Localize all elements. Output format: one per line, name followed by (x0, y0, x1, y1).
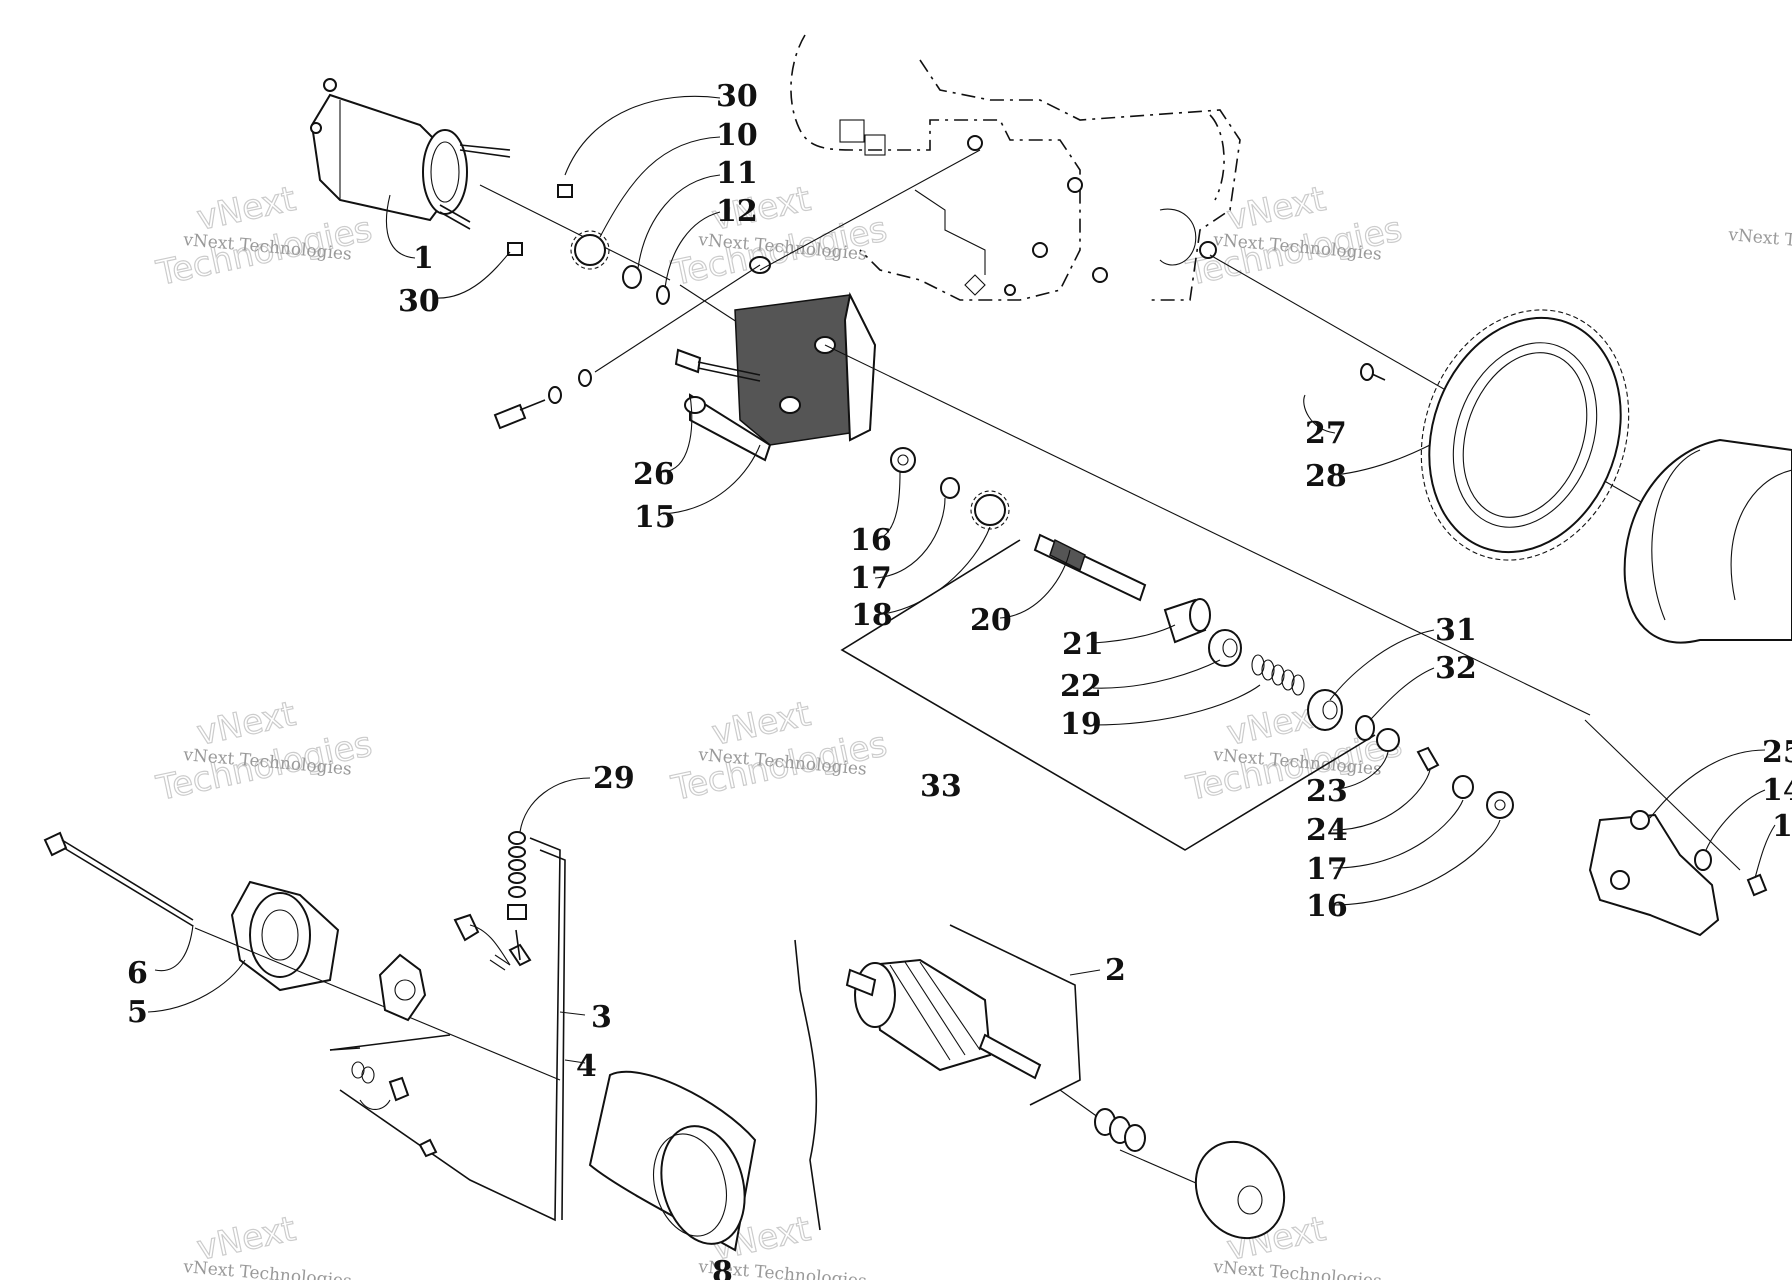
sprocket-10 (570, 230, 610, 270)
callout-16-top: 16 (850, 523, 892, 558)
end-cap-5 (230, 880, 340, 992)
callout-10: 10 (716, 118, 758, 153)
engine-housing-outline (790, 34, 1241, 301)
callout-26: 26 (633, 457, 675, 492)
svg-text:vNext Technologies: vNext Technologies (1727, 225, 1792, 260)
nut-30-top (557, 184, 573, 198)
watermark-top-edge: vNext Technologies (1727, 225, 1792, 260)
callout-3: 3 (591, 1000, 612, 1035)
callout-16-bottom: 16 (1306, 889, 1348, 924)
watermark-mid-center: vNext Technologies vNext Technologies (667, 693, 891, 809)
callout-31: 31 (1435, 613, 1477, 648)
watermark-top-center: vNext Technologies vNext Technologies (667, 178, 891, 294)
watermark-bottom-left: vNext vNext Technologies (182, 1208, 353, 1280)
callout-32: 32 (1435, 651, 1477, 686)
callout-15: 15 (634, 500, 676, 535)
ring-gear-28 (1420, 309, 1630, 561)
spring-19 (1251, 654, 1305, 696)
callout-6: 6 (127, 956, 148, 991)
flywheel (1623, 438, 1792, 644)
callout-21: 21 (1062, 627, 1104, 662)
nut-30-bottom (507, 242, 523, 256)
svg-text:vNext Technologies: vNext Technologies (182, 1257, 353, 1280)
yoke-housing-8 (588, 1070, 757, 1252)
starter-motor (310, 78, 511, 230)
callout-13: 13 (1772, 809, 1792, 844)
armature-2 (845, 958, 1042, 1080)
through-bolt-6 (43, 831, 194, 927)
callout-23: 23 (1306, 774, 1348, 809)
clip-12 (656, 285, 670, 305)
leader-lines (147, 95, 1776, 1064)
clip-24 (1416, 746, 1440, 772)
ring-32 (1355, 715, 1375, 741)
svg-text:vNext Technologies: vNext Technologies (1212, 1257, 1383, 1280)
washer-14 (1694, 849, 1712, 871)
armature-washers (1094, 1108, 1146, 1152)
collar-22 (1208, 629, 1242, 667)
callout-4: 4 (576, 1049, 597, 1084)
callout-12: 12 (716, 194, 758, 229)
watermark-mid-left: vNext Technologies vNext Technologies (152, 693, 376, 809)
callout-22: 22 (1060, 669, 1102, 704)
washer-11 (622, 265, 642, 289)
callout-5: 5 (127, 995, 148, 1030)
callout-8: 8 (712, 1255, 733, 1280)
callout-1: 1 (413, 241, 434, 276)
callout-14: 14 (1762, 773, 1792, 808)
collar-31 (1307, 689, 1343, 731)
brush-lower (351, 1061, 438, 1158)
callout-18: 18 (851, 598, 893, 633)
bolt-27 (1360, 363, 1386, 381)
callout-30-top: 30 (716, 79, 758, 114)
watermark-mid-right: vNext Technologies vNext Technologies (1182, 693, 1406, 809)
washer-23 (1376, 728, 1400, 752)
washer-17-bottom (1452, 775, 1474, 799)
washer-17-top (940, 477, 960, 499)
brush-plate-4 (378, 953, 427, 1022)
mounting-bracket-15 (684, 256, 877, 462)
pinion-21 (1163, 598, 1211, 644)
callout-11: 11 (716, 156, 758, 191)
watermark-top-right: vNext Technologies vNext Technologies (1182, 178, 1406, 294)
callout-33: 33 (920, 769, 962, 804)
callouts: 30 10 11 12 1 30 26 15 16 17 18 20 21 22… (127, 79, 1792, 1280)
callout-17-top: 17 (850, 561, 892, 596)
washer-stack-29 (507, 831, 527, 920)
callout-19: 19 (1060, 707, 1102, 742)
shaft-20 (1033, 533, 1147, 602)
callout-20: 20 (970, 603, 1012, 638)
bushing-16-top (890, 447, 916, 473)
end-plate (1194, 1140, 1286, 1240)
brush-assembly-3 (453, 913, 532, 971)
callout-28: 28 (1305, 459, 1347, 494)
callout-25: 25 (1762, 735, 1792, 770)
callout-27: 27 (1305, 416, 1347, 451)
callout-29: 29 (593, 761, 635, 796)
callout-2: 2 (1105, 953, 1126, 988)
bushing-16-bottom (1486, 791, 1514, 819)
bolt-left (493, 264, 761, 430)
bolt-26 (674, 348, 761, 382)
callout-17-bottom: 17 (1306, 852, 1348, 887)
end-cover-25 (1588, 810, 1720, 937)
nut-13 (1746, 873, 1768, 897)
gear-18 (970, 490, 1010, 530)
callout-30-bottom: 30 (398, 284, 440, 319)
callout-24: 24 (1306, 813, 1348, 848)
